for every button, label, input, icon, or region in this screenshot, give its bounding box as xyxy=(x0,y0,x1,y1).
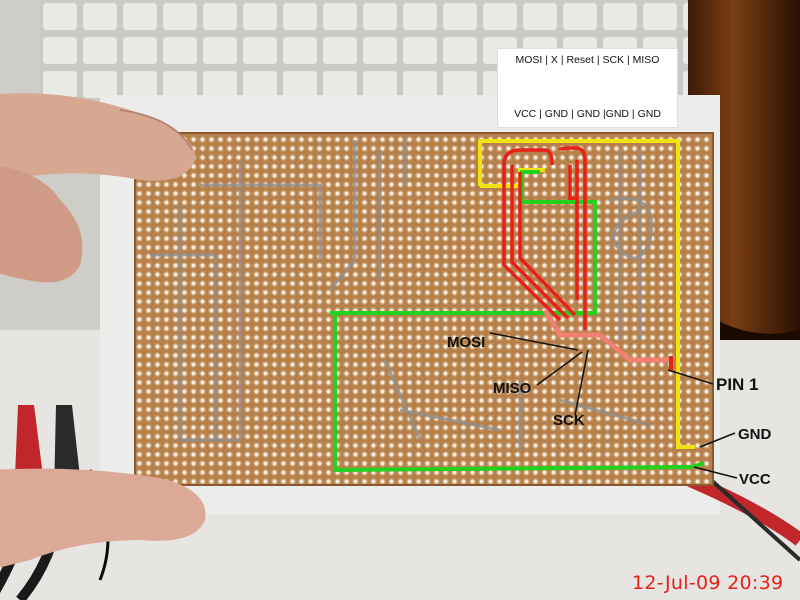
label-mosi: MOSI xyxy=(447,334,486,351)
annotation-lines xyxy=(489,332,738,479)
timestamp: 12-Jul-09 20:39 xyxy=(632,572,784,594)
label-sck: SCK xyxy=(553,412,585,429)
pinout-top-row: MOSI | X | Reset | SCK | MISO xyxy=(515,54,660,66)
pinout-bottom-row: VCC | GND | GND |GND | GND xyxy=(514,108,661,120)
pin1-trace xyxy=(542,308,670,363)
label-gnd: GND xyxy=(738,426,772,443)
signal-traces xyxy=(502,146,587,330)
perfboard xyxy=(134,132,714,486)
label-miso: MISO xyxy=(493,380,532,397)
finger-icon xyxy=(0,93,206,568)
pinout-card: MOSI | X | Reset | SCK | MISO VCC | GND … xyxy=(497,48,678,128)
label-vcc: VCC xyxy=(739,471,771,488)
label-pin1: PIN 1 xyxy=(716,375,759,394)
